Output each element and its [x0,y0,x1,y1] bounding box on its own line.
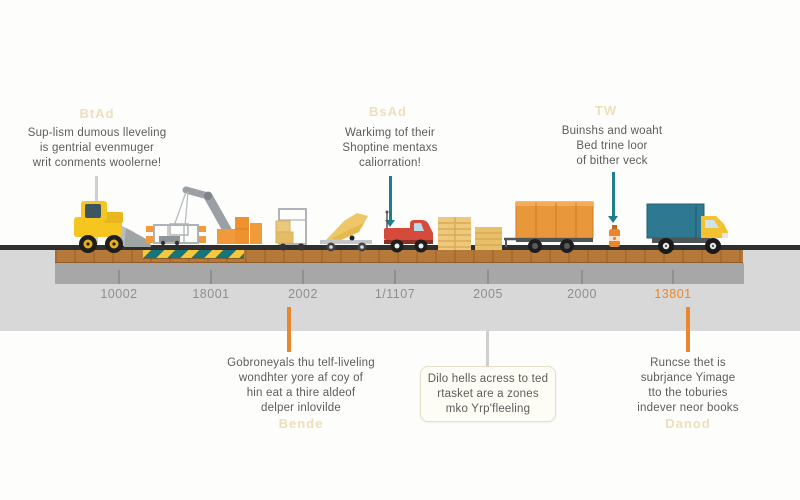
note-top-2: Warkimg tof their Shoptine mentaxs calio… [310,126,470,171]
work-zone-illustration [146,224,206,246]
timeline-tick [210,270,212,284]
hand-cart-illustration [275,208,307,251]
note-text: Buinshs and woaht [561,125,663,137]
note-text: Warkimg tof their [345,127,435,139]
ghost-label-top-1: BtAd [79,106,115,121]
note-text: Dilo hells acress to ted [427,372,549,385]
ghost-label-top-3: TW [594,103,618,118]
note-text: Shoptine mentaxs [342,142,438,154]
note-bottom-2: Dilo hells acress to ted rtasket are a z… [423,372,553,417]
wheel-loader-illustration [74,201,151,253]
note-text: Gobroneyals thu telf-liveling [227,357,375,369]
note-top-3: Buinshs and woaht Bed trine loor of bith… [532,124,692,169]
note-text: Bed trine loor [576,140,648,152]
timeline-tick [672,270,674,284]
note-text: indever neor books [637,402,739,414]
note-text: wondhter yore af coy of [238,372,364,384]
year-label: 2005 [473,287,503,301]
ghost-label-top-2: BsAd [369,104,407,119]
note-text: mko Yrp'fleeling [445,402,531,415]
note-top-1: Sup-lism dumous lleveling is gentrial ev… [17,126,177,171]
timeline-tick [394,270,396,284]
year-label: 10002 [100,287,138,301]
timeline-tick [302,270,304,284]
orange-trailer-illustration [504,201,594,253]
note-text: writ conments woolerne! [32,157,162,169]
year-label: 1/1107 [374,287,416,301]
orange-crates-illustration [217,217,262,244]
teal-truck-illustration [646,203,728,254]
note-text: tto the toburies [648,387,728,399]
timeline-tick [118,270,120,284]
note-text: Sup-lism dumous lleveling [27,127,167,139]
timeline-subband [55,263,744,284]
connector-line-bottom-2 [486,331,489,368]
note-text: of bither veck [576,155,648,167]
hazard-stripes [143,247,244,258]
note-bottom-1: Gobroneyals thu telf-liveling wondhter y… [212,356,390,416]
connector-line-top-2 [389,176,392,221]
note-text: rtasket are a zones [437,387,539,400]
note-card: Dilo hells acress to ted rtasket are a z… [420,366,556,422]
pallet-stacks-illustration [438,217,502,250]
arrow-down-icon [608,216,618,223]
note-text: delper inlovilde [261,402,341,414]
note-text: Runcse thet is [650,357,726,369]
ghost-label-bottom-2: Danod [665,416,711,431]
connector-line-bottom-3 [686,307,690,352]
note-bottom-3: Runcse thet is subrjance Yimage tto the … [608,356,768,416]
note-text: is gentrial evenmuger [39,142,155,154]
connector-line-bottom-1 [287,307,291,352]
timeline-tick [581,270,583,284]
connector-line-top-3 [612,172,615,217]
year-label: 18001 [192,287,230,301]
arrow-down-icon [385,220,395,227]
folded-lift-illustration [320,213,372,252]
year-label-highlighted: 13801 [654,287,692,301]
year-label: 2002 [288,287,318,301]
year-label: 2000 [567,287,597,301]
note-text: subrjance Yimage [640,372,736,384]
ghost-label-bottom-1: Bende [278,416,324,431]
note-text: hin eat a thire aldeof [246,387,356,399]
note-text: caliorration! [358,157,422,169]
red-pickup-illustration [384,210,433,253]
orange-canister-illustration [609,225,620,247]
timeline-tick [487,270,489,284]
